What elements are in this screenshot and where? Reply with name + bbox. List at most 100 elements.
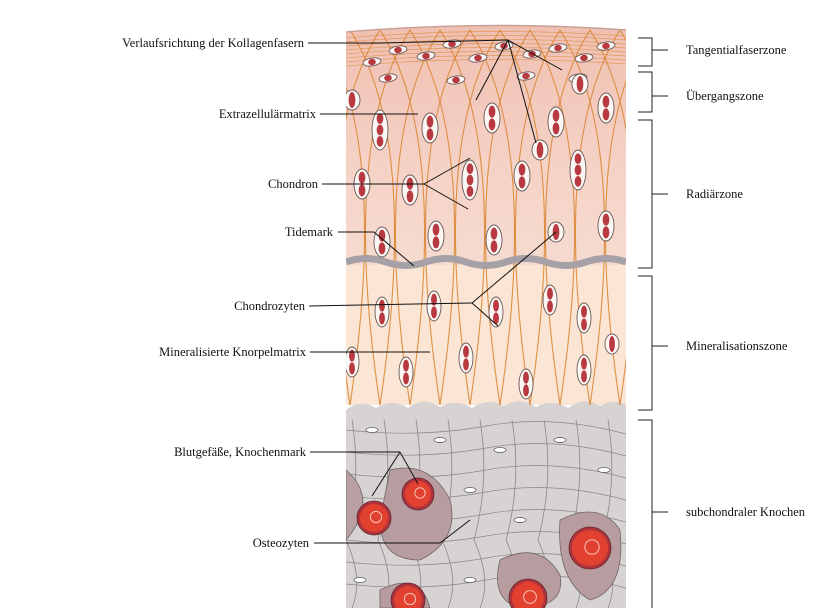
chondron (532, 140, 548, 160)
chondron (375, 297, 389, 327)
chondron (484, 103, 500, 133)
nucleus (349, 350, 355, 362)
nucleus (547, 288, 553, 300)
nucleus (403, 372, 409, 384)
nucleus (523, 384, 529, 396)
nucleus (581, 306, 587, 318)
chondron (577, 303, 591, 333)
zone-label-radial: Radiärzone (686, 187, 743, 201)
nucleus (467, 186, 474, 197)
label-blood-vessels: Blutgefäße, Knochenmark (174, 445, 306, 459)
bracket-tangential (638, 38, 668, 66)
zone-label-mineralization: Mineralisationszone (686, 339, 787, 353)
nucleus (467, 163, 474, 174)
chondron (427, 291, 441, 321)
nucleus (603, 96, 610, 108)
nucleus (463, 358, 469, 370)
osteocyte (598, 468, 610, 473)
bracket-mineralization (638, 276, 668, 410)
nucleus (377, 136, 384, 147)
nucleus (519, 176, 526, 188)
vessel-lumen (572, 530, 608, 566)
chondron (570, 150, 586, 190)
zone-label-transition: Übergangszone (686, 89, 764, 103)
label-chondrocytes: Chondrozyten (234, 299, 305, 313)
nucleus (575, 165, 582, 176)
bracket-transition (638, 72, 668, 112)
label-mineralized-matrix: Mineralisierte Knorpelmatrix (159, 345, 306, 359)
chondron (598, 211, 614, 241)
label-collagen-direction: Verlaufsrichtung der Kollagenfasern (122, 36, 304, 50)
nucleus (427, 128, 434, 140)
nucleus (547, 300, 553, 312)
nucleus (581, 358, 587, 370)
nucleus (379, 312, 385, 324)
label-osteocytes: Osteozyten (253, 536, 309, 550)
chondron (514, 161, 530, 191)
chondron (519, 369, 533, 399)
nucleus (609, 336, 615, 352)
osteocyte (354, 578, 366, 583)
nucleus (377, 125, 384, 136)
nucleus (519, 164, 526, 176)
label-extracellular-matrix: Extrazellulärmatrix (219, 107, 316, 121)
nucleus (603, 226, 610, 238)
nucleus (581, 318, 587, 330)
nucleus (427, 116, 434, 128)
nucleus (553, 110, 560, 122)
nucleus (553, 122, 560, 134)
chondron (399, 357, 413, 387)
osteocyte (464, 578, 476, 583)
osteocyte (434, 438, 446, 443)
nucleus (379, 230, 386, 242)
nucleus (431, 306, 437, 318)
nucleus (577, 76, 584, 92)
nucleus (359, 184, 366, 196)
osteocyte (514, 518, 526, 523)
zone-brackets (638, 38, 668, 608)
chondron (428, 221, 444, 251)
nucleus (603, 108, 610, 120)
nucleus (491, 228, 498, 240)
label-chondron: Chondron (268, 177, 318, 191)
nucleus (491, 240, 498, 252)
nucleus (407, 190, 414, 202)
chondron (543, 285, 557, 315)
nucleus (575, 176, 582, 187)
nucleus (575, 153, 582, 164)
collagen-fiber (635, 30, 680, 405)
chondron (605, 334, 619, 354)
chondron (372, 110, 388, 150)
zone-label-tangential: Tangentialfaserzone (686, 43, 786, 57)
chondron (486, 225, 502, 255)
nucleus (523, 372, 529, 384)
nucleus (359, 172, 366, 184)
chondron (402, 175, 418, 205)
chondron (489, 297, 503, 327)
nucleus (433, 236, 440, 248)
collagen-fiber (620, 30, 665, 405)
chondron (462, 160, 478, 200)
nucleus (379, 300, 385, 312)
chondron (459, 343, 473, 373)
vessel-lumen (360, 504, 388, 532)
osteocyte (554, 438, 566, 443)
nucleus (349, 362, 355, 374)
chondron (572, 74, 588, 94)
nucleus (403, 360, 409, 372)
nucleus (493, 300, 499, 312)
chondron (598, 93, 614, 123)
bracket-subchondral (638, 420, 668, 608)
nucleus (467, 175, 474, 186)
nucleus (379, 242, 386, 254)
label-tidemark: Tidemark (285, 225, 333, 239)
nucleus (463, 346, 469, 358)
vessel-lumen (405, 481, 431, 507)
osteocyte (366, 428, 378, 433)
zone-label-subchondral: subchondraler Knochen (686, 505, 830, 519)
nucleus (489, 118, 496, 130)
osteocyte (464, 488, 476, 493)
nucleus (603, 214, 610, 226)
chondron (548, 107, 564, 137)
bracket-radial (638, 120, 668, 268)
